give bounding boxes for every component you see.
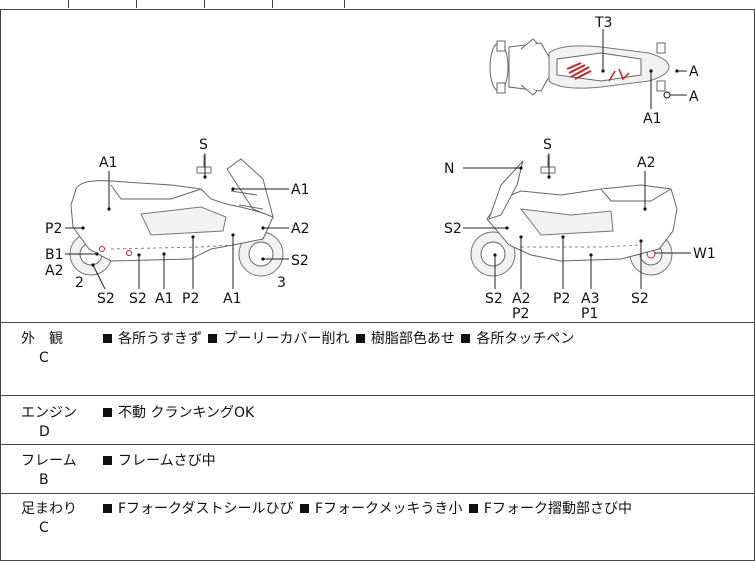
note-item: プーリーカバー削れ — [223, 331, 350, 347]
section-notes: Fフォークダストシールひび Fフォークメッキうき小 Fフォーク摺動部さび中 — [101, 498, 632, 518]
note-item: Fフォークメッキうき小 — [314, 501, 463, 517]
label-left-3: A1 — [291, 182, 309, 198]
label-right-11: P1 — [581, 306, 598, 322]
label-right-5: W1 — [693, 246, 716, 262]
bullet-square-icon — [355, 334, 365, 343]
label-top-2: A — [689, 64, 699, 80]
scooter-left-view: S A1 A1 P2 A2 B1 A2 — [45, 137, 309, 307]
section-category: エンジン — [21, 405, 77, 421]
label-left-6: B1 — [45, 247, 64, 263]
bullet-square-icon — [461, 334, 471, 343]
bullet-square-icon — [103, 334, 112, 343]
label-left-14: P2 — [182, 291, 199, 307]
label-left-10: 3 — [277, 275, 286, 291]
section-category: 足まわり — [21, 501, 77, 517]
label-right-7: A2 — [512, 291, 530, 307]
section-grade: B — [39, 472, 49, 488]
label-left-8: S2 — [291, 253, 309, 269]
bullet-square-icon — [208, 334, 218, 343]
label-right-1: N — [444, 161, 454, 177]
note-item: フレームさび中 — [118, 453, 216, 469]
label-left-1: S — [199, 137, 208, 153]
bullet-square-icon — [103, 456, 112, 465]
bullet-square-icon — [468, 504, 478, 513]
section-notes: フレームさび中 — [101, 450, 216, 470]
section-notes: 各所うすきず プーリーカバー削れ 樹脂部色あせ 各所タッチペン — [101, 328, 574, 348]
scratch-mark — [566, 62, 592, 80]
bullet-square-icon — [299, 504, 309, 513]
note-item: 各所タッチペン — [476, 331, 575, 347]
label-right-3: A2 — [637, 155, 655, 171]
section-grade: D — [39, 424, 50, 440]
section-grade: C — [39, 350, 49, 366]
label-left-2: A1 — [99, 155, 117, 171]
label-left-11: S2 — [97, 291, 115, 307]
label-top-3: A — [689, 89, 699, 105]
label-left-13: A1 — [155, 291, 173, 307]
section-notes: 不動 クランキングOK — [101, 402, 254, 422]
label-right-12: S2 — [631, 291, 649, 307]
section-suspension: 足まわり C Fフォークダストシールひび Fフォークメッキうき小 Fフォーク摺動… — [0, 494, 755, 561]
label-right-2: S — [543, 137, 552, 153]
label-right-6: S2 — [485, 291, 503, 307]
section-category: 外 観 — [21, 331, 63, 347]
label-left-5: A2 — [291, 221, 309, 237]
top-table-strip — [0, 0, 755, 10]
section-grade: C — [39, 520, 49, 536]
label-top-4: A1 — [643, 111, 661, 127]
scooter-top-view: T3 A A A1 — [489, 15, 699, 127]
label-left-4: P2 — [45, 221, 62, 237]
label-left-9: 2 — [75, 275, 84, 291]
label-right-9: P2 — [553, 291, 570, 307]
scooter-right-view: N S A2 S2 W1 S2 A2 P2 — [444, 137, 716, 322]
bullet-square-icon — [103, 408, 112, 417]
label-left-7: A2 — [45, 263, 63, 279]
note-item: Fフォーク摺動部さび中 — [483, 501, 632, 517]
section-appearance: 外 観 C 各所うすきず プーリーカバー削れ 樹脂部色あせ 各所タッチペン — [0, 323, 755, 396]
label-right-8: P2 — [512, 306, 529, 322]
label-left-15: A1 — [223, 291, 241, 307]
section-engine: エンジン D 不動 クランキングOK — [0, 396, 755, 445]
label-right-4: S2 — [444, 221, 462, 237]
damage-diagram: T3 A A A1 — [0, 9, 755, 323]
scooter-diagram-svg: T3 A A A1 — [45, 15, 716, 322]
label-left-12: S2 — [129, 291, 147, 307]
section-category: フレーム — [21, 453, 77, 469]
note-item: 各所うすきず — [118, 331, 202, 347]
note-item: 不動 クランキングOK — [118, 405, 255, 421]
note-item: 樹脂部色あせ — [370, 331, 455, 347]
bullet-square-icon — [103, 504, 112, 513]
section-frame: フレーム B フレームさび中 — [0, 445, 755, 494]
label-right-10: A3 — [581, 291, 599, 307]
label-top-1: T3 — [594, 15, 612, 31]
note-item: Fフォークダストシールひび — [118, 501, 294, 517]
